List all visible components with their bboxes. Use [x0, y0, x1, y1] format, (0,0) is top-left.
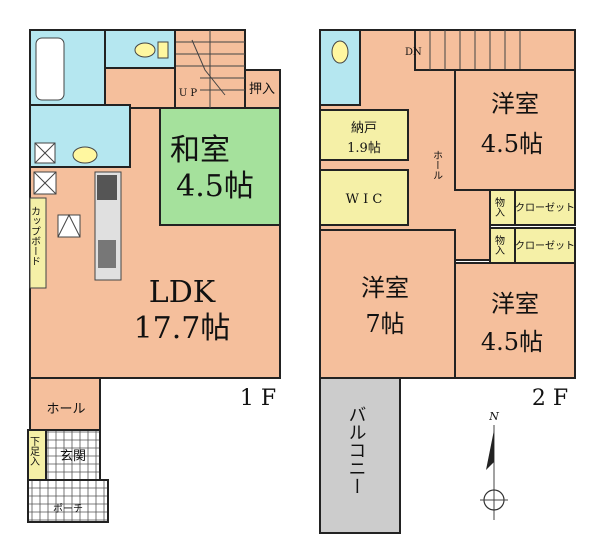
- floor-2-label: 2 F: [532, 386, 568, 411]
- floor-1: 和室 4.5帖 LDK 17.7帖 押入 U P カップボード ホール 玄関 下…: [27, 29, 281, 523]
- yoshitsu-northeast: [454, 69, 576, 191]
- closet1-label: クローゼット: [515, 202, 575, 214]
- nando-name: 納戸: [351, 121, 377, 136]
- shoe-storage-label: 下足入: [28, 436, 40, 466]
- yoshitsu-c-name: 洋室: [361, 274, 409, 302]
- yoshitsu-se-area: 4.5帖: [481, 328, 543, 356]
- cupboard-label: カップボード: [29, 206, 41, 266]
- up-label: U P: [179, 88, 198, 99]
- cupboard: [29, 197, 47, 289]
- stairs-1f-treads: [175, 30, 245, 108]
- closet2-label: クローゼット: [515, 240, 575, 252]
- hall-2f-label: ホール: [431, 150, 443, 180]
- porch: [27, 479, 109, 523]
- hall-1f: [29, 377, 101, 431]
- mono2-label: 物入: [493, 234, 505, 255]
- yoshitsu-ne-name: 洋室: [491, 90, 539, 118]
- oshiire-closet: [244, 69, 281, 109]
- toilet-2f-icon: [331, 40, 349, 64]
- porch-label: ポーチ: [53, 503, 83, 515]
- yoshitsu-center: [319, 229, 456, 379]
- toilet-icon: [134, 42, 156, 58]
- stove-icon: [97, 175, 117, 200]
- ldk-name: LDK: [149, 275, 216, 310]
- dn-label: DN: [405, 47, 422, 58]
- floor-2: DN 納戸 1.9帖 W I C ホール 洋室 4.5帖 洋室 7帖 洋室 4.…: [319, 29, 576, 534]
- stairs-2f: [414, 29, 576, 71]
- compass-icon: N: [480, 410, 508, 520]
- yoshitsu-southeast: [454, 262, 576, 379]
- washitsu-room: [159, 107, 281, 226]
- mono-storage-2: [489, 227, 516, 264]
- sink-icon: [72, 146, 98, 164]
- toilet-tank-icon: [157, 41, 169, 59]
- yoshitsu-c-area: 7帖: [365, 310, 404, 338]
- floor-1-label: 1 F: [240, 386, 276, 411]
- washitsu-name: 和室: [170, 133, 230, 168]
- range-hood-icon: [57, 214, 81, 238]
- ldk-area: 17.7帖: [134, 311, 231, 346]
- mono1-label: 物入: [493, 196, 505, 217]
- genkan-label: 玄関: [60, 449, 86, 464]
- yoshitsu-ne-area: 4.5帖: [481, 130, 543, 158]
- bathtub: [35, 37, 65, 101]
- balcony: [319, 377, 401, 534]
- closet-2: [514, 227, 576, 264]
- walk-in-closet: [319, 169, 409, 226]
- kitchen-sink-icon: [98, 240, 116, 268]
- closet-1: [514, 189, 576, 226]
- balcony-label: バルコニー: [346, 405, 367, 495]
- north-label: N: [488, 410, 499, 423]
- stairs-2f-treads: [429, 30, 521, 70]
- hall-1f-label: ホール: [46, 402, 85, 417]
- oshiire-label: 押入: [249, 82, 275, 97]
- washitsu-area: 4.5帖: [176, 169, 254, 204]
- nando-area: 1.9帖: [347, 141, 381, 156]
- yoshitsu-se-name: 洋室: [491, 290, 539, 318]
- nando-storage: [319, 109, 409, 161]
- genkan-entrance: [45, 429, 101, 481]
- wic-label: W I C: [346, 192, 383, 207]
